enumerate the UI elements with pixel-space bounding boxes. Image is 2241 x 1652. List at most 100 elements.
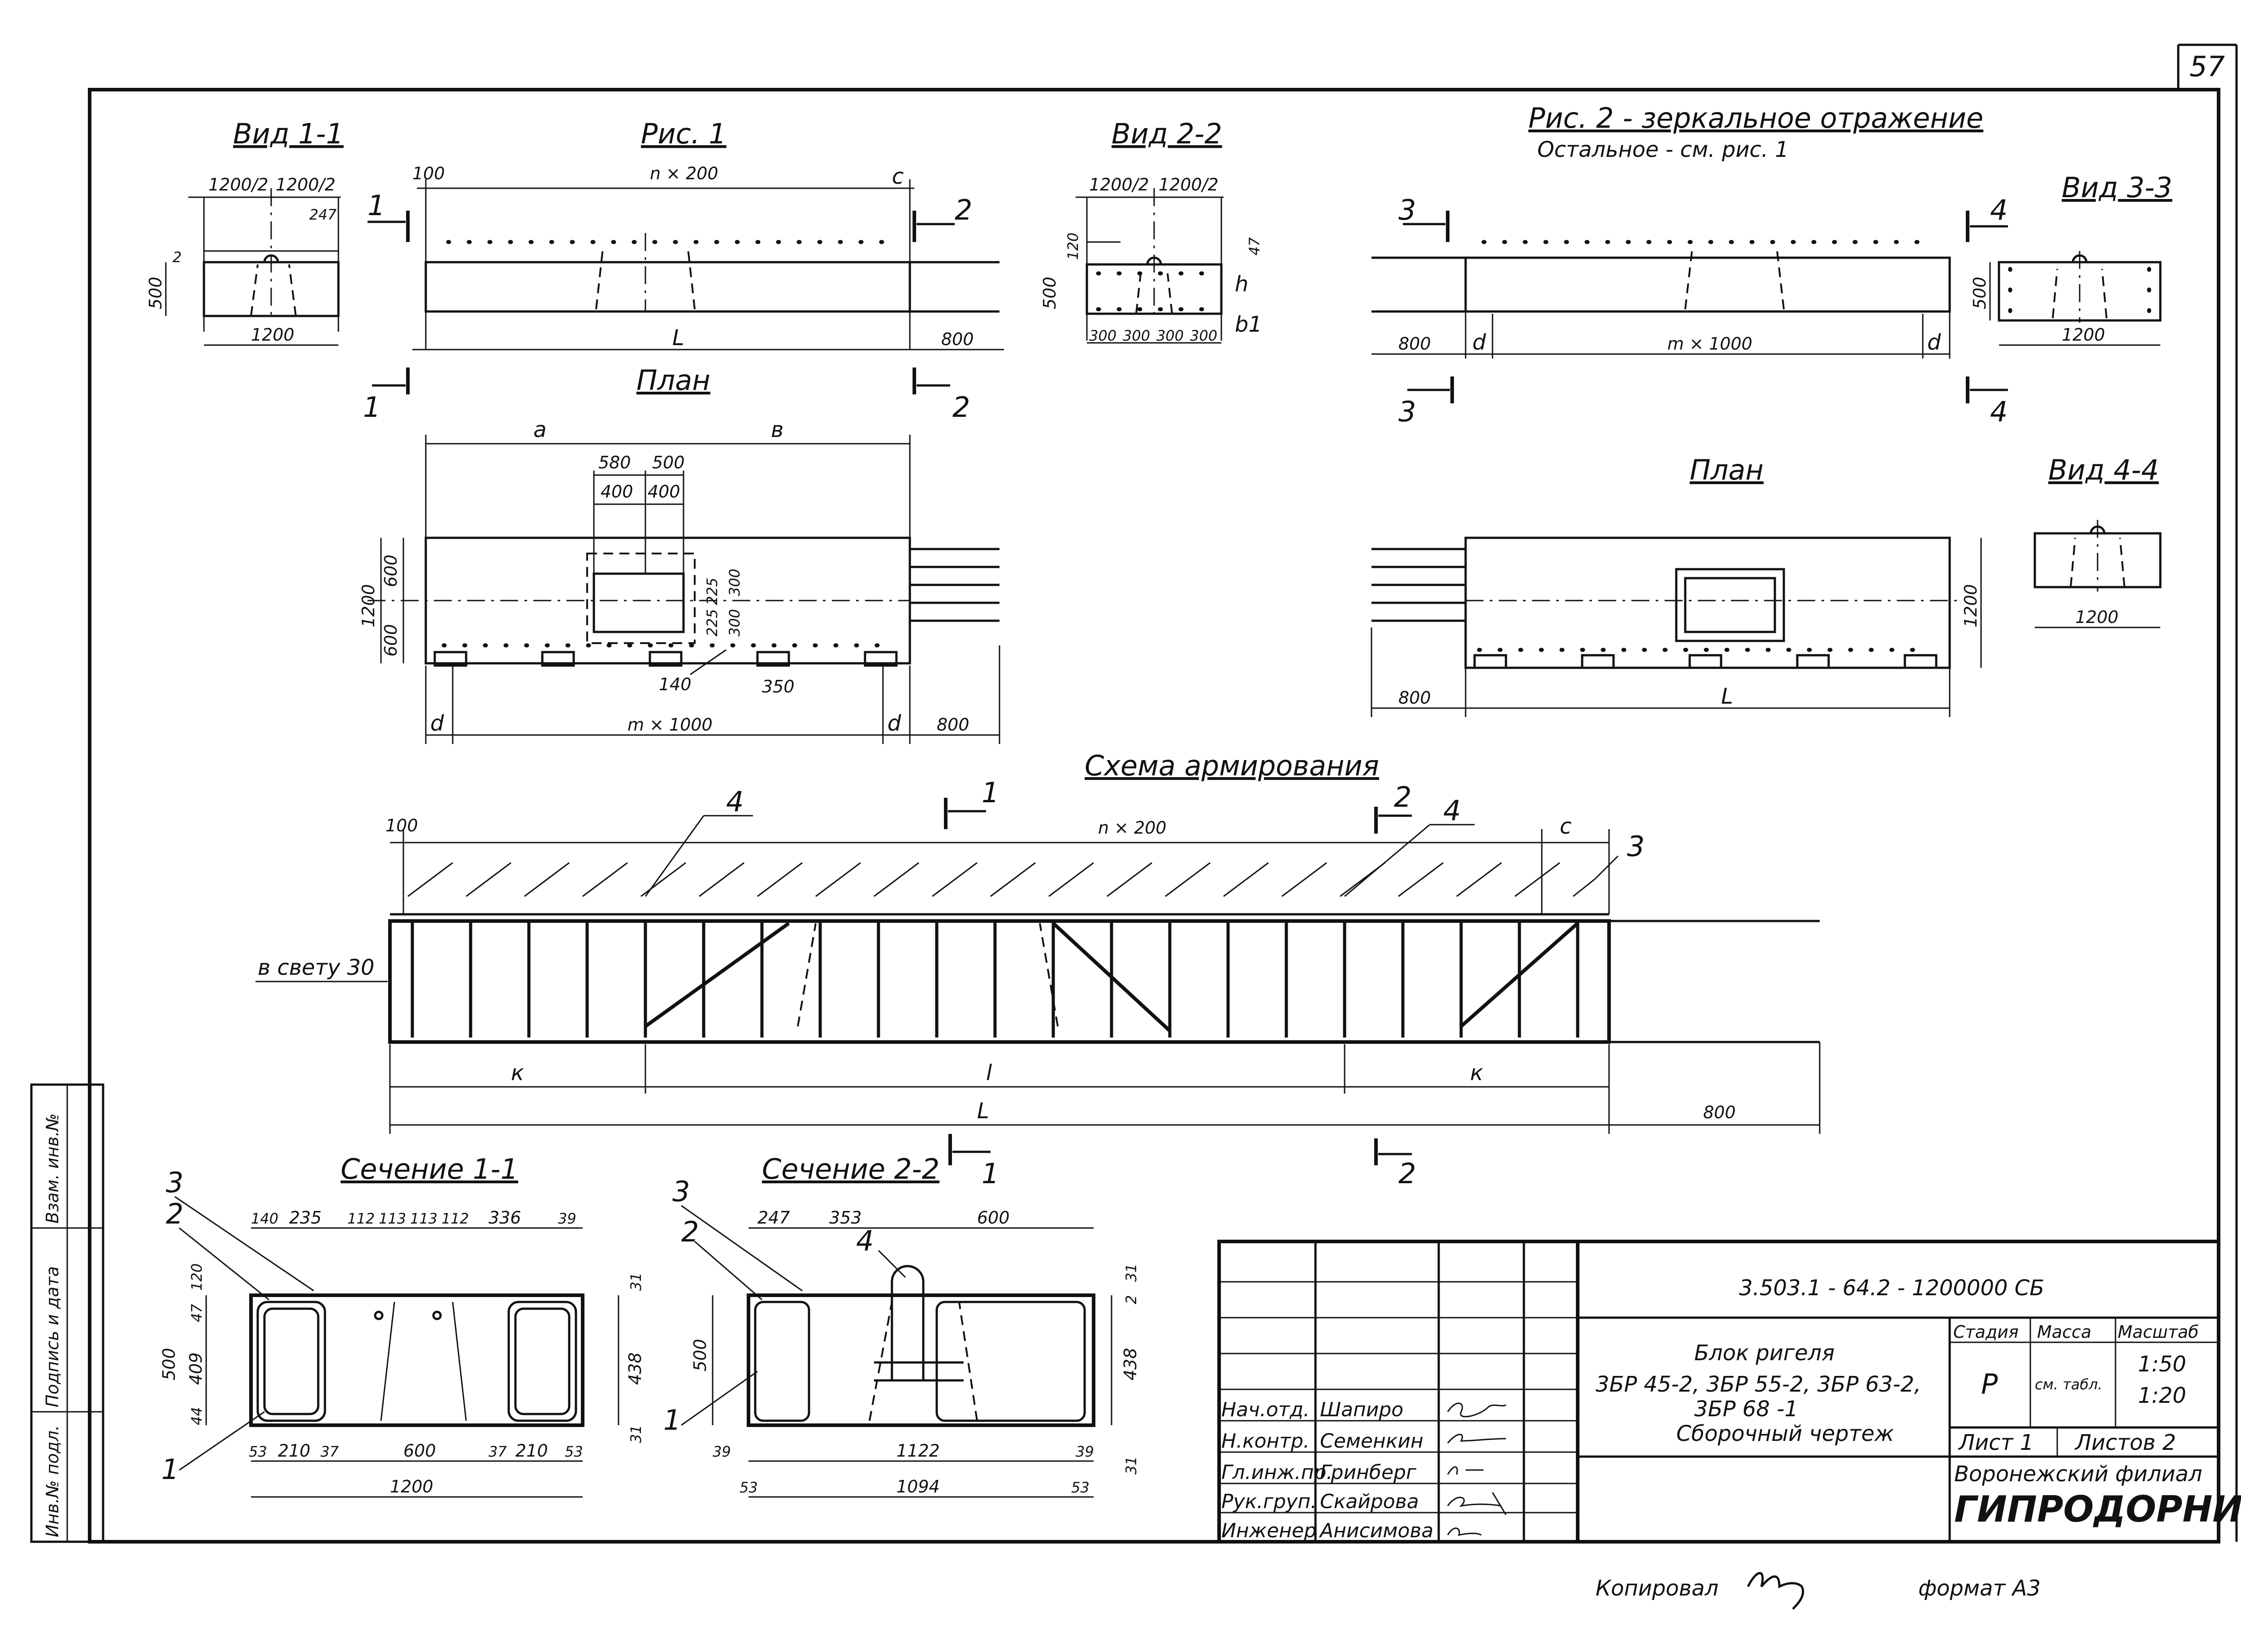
figure-1-dim-100: 100 [412, 164, 445, 183]
section-1-1-bottom-600: 600 [403, 1441, 436, 1461]
sig-name-5: Анисимова [1319, 1519, 1433, 1542]
section-1-1-callout-3: 3 [166, 1166, 183, 1199]
section-2-2-top-247: 247 [757, 1208, 790, 1228]
cut-mark-2-top: 2 [955, 194, 972, 226]
view-1-1-dim-half-a: 1200/2 [208, 175, 268, 195]
plan-1-dim-500: 500 [652, 453, 685, 472]
view-2-2-dim-half-b: 1200/2 [1159, 175, 1219, 195]
plan-1-dim-1200: 1200 [359, 584, 378, 627]
plan-1-dim-140: 140 [659, 675, 692, 694]
plan-1-dim-a: a [533, 417, 546, 442]
section-1-1-bottom-210a: 210 [278, 1441, 311, 1461]
reinforcement-dim-k-right: к [1470, 1060, 1483, 1085]
figure-2-title: Рис. 2 - зеркальное отражение [1528, 102, 1983, 134]
reinforcement-dim-800: 800 [1703, 1103, 1736, 1122]
cut-mark-1-bottom: 1 [363, 391, 381, 424]
side-stamp: Инв.№ подл. Подпись и дата Взам. инв.№ [30, 1083, 104, 1543]
copier-signature [1747, 1572, 1804, 1610]
plan-1-dim-800: 800 [937, 715, 969, 735]
section-1-1-left-409: 409 [186, 1352, 206, 1385]
stage-header: Стадия [1953, 1322, 2019, 1342]
plan-1-dim-350: 350 [762, 677, 795, 696]
section-1-1-top-112b: 112 [441, 1210, 469, 1227]
document-code: 3.503.1 - 64.2 - 1200000 СБ [1739, 1276, 2044, 1301]
section-1-1-right-31a: 31 [627, 1272, 645, 1291]
section-1-1-callout-1: 1 [161, 1453, 179, 1486]
figure-2-dim-d-right: d [1927, 330, 1941, 355]
figure-1: Рис. 1 100 n × 200 c L 800 1 1 2 2 [363, 117, 1004, 424]
plan-1-dim-v: в [771, 417, 783, 442]
sig-name-4: Скайрова [1320, 1490, 1419, 1513]
view-1-1: Вид 1-1 1200/2 1200/2 247 2 500 1200 [146, 117, 344, 346]
plan-1-dim-580: 580 [598, 453, 631, 472]
section-1-1-bottom-37b: 37 [489, 1443, 507, 1460]
view-3-3: Вид 3-3 500 1200 [1970, 171, 2172, 346]
section-1-1-callout-2: 2 [166, 1198, 183, 1230]
description-line-4: Сборочный чертеж [1676, 1421, 1894, 1446]
description-line-3: 3БР 68 -1 [1694, 1397, 1798, 1422]
view-1-1-dim-1200: 1200 [251, 325, 294, 345]
cut-mark-3-bottom: 3 [1398, 395, 1416, 428]
title-block: 3.503.1 - 64.2 - 1200000 СБ Блок ригеля … [1217, 1240, 2241, 1544]
section-2-2-right-31b: 31 [1123, 1456, 1140, 1475]
reinforcement-dim-n200: n × 200 [1098, 818, 1167, 838]
section-2-2-bottom-39a: 39 [713, 1443, 731, 1460]
view-2-2-dim-b1: b1 [1235, 312, 1262, 337]
view-2-2-dim-500: 500 [1040, 277, 1060, 309]
plan-2: План 1200 800 L [1371, 454, 1982, 717]
view-2-2: Вид 2-2 1200/2 1200/2 120 500 47 h b1 30… [1040, 117, 1263, 344]
section-2-2-bottom-39b: 39 [1076, 1443, 1094, 1460]
sheet-label: Лист 1 [1958, 1430, 2033, 1455]
view-3-3-title: Вид 3-3 [2062, 171, 2172, 204]
section-1-1-left-120: 120 [188, 1263, 205, 1291]
top-diagonal-bars [407, 862, 1596, 897]
view-2-2-dim-120: 120 [1064, 233, 1082, 260]
view-4-4-dim-1200: 1200 [2075, 607, 2119, 627]
plan-1-dim-d-right: d [887, 711, 901, 736]
section-1-1-left-500: 500 [159, 1348, 179, 1380]
view-2-2-dim-h: h [1235, 272, 1248, 297]
stirrups [411, 921, 1579, 1038]
section-1-1-title: Сечение 1-1 [341, 1153, 518, 1185]
view-2-2-dim-300d: 300 [1190, 327, 1217, 344]
plan-1-dim-d-left: d [430, 711, 444, 736]
plan-1-dim-m1000: m × 1000 [627, 715, 713, 735]
sig-role-3: Гл.инж.пр. [1221, 1461, 1332, 1484]
reinforcement-dim-k-left: к [511, 1060, 524, 1085]
reinforcement-callout-4-right: 4 [1443, 794, 1461, 827]
section-1-1-total-1200: 1200 [390, 1477, 433, 1496]
cut-mark-4-top: 4 [1990, 194, 2007, 226]
section-2-2-bottom-53a: 53 [740, 1479, 758, 1496]
view-3-3-dim-500: 500 [1970, 277, 1990, 309]
section-1-1-bottom-53a: 53 [249, 1443, 267, 1460]
reinforcement-dim-100: 100 [385, 816, 418, 835]
reinforcement-clear-cover: в свету 30 [258, 955, 374, 980]
section-1-1-right-31b: 31 [627, 1425, 645, 1443]
plan-1-dim-225b: 225 [704, 609, 721, 636]
section-2-2-bottom-1122: 1122 [896, 1441, 940, 1461]
section-1-1-right-438: 438 [625, 1352, 645, 1385]
figure-2-dim-d-left: d [1472, 330, 1486, 355]
scale-header: Масштаб [2118, 1322, 2199, 1342]
reinforcement-callout-4-left: 4 [726, 785, 744, 818]
sig-role-5: Инженер [1221, 1519, 1316, 1542]
cut-mark-3-top: 3 [1398, 194, 1416, 226]
organization: Воронежский филиал [1954, 1462, 2202, 1487]
side-stamp-sign: Подпись и дата [43, 1266, 62, 1407]
section-2-2-right-31a: 31 [1123, 1263, 1140, 1282]
section-2-2-left-500: 500 [690, 1339, 710, 1371]
section-2-2-top-600: 600 [977, 1208, 1010, 1228]
plan-1-dim-300a: 300 [726, 569, 743, 596]
section-2-2-callout-1: 1 [663, 1404, 681, 1436]
view-2-2-dim-300c: 300 [1156, 327, 1184, 344]
sig-role-1: Нач.отд. [1221, 1398, 1310, 1421]
view-2-2-dim-47: 47 [1246, 237, 1263, 255]
view-2-2-dim-half-a: 1200/2 [1089, 175, 1149, 195]
sig-name-2: Семенкин [1320, 1430, 1423, 1453]
reinforcement-scheme: Схема армирования [255, 749, 1821, 1190]
section-2-2-title: Сечение 2-2 [762, 1153, 939, 1185]
figure-2-dim-800: 800 [1398, 334, 1431, 354]
plan-1-title: План [636, 364, 710, 397]
reinforcement-callout-2: 2 [1394, 781, 1411, 813]
section-1-1-top-113b: 113 [410, 1210, 437, 1227]
